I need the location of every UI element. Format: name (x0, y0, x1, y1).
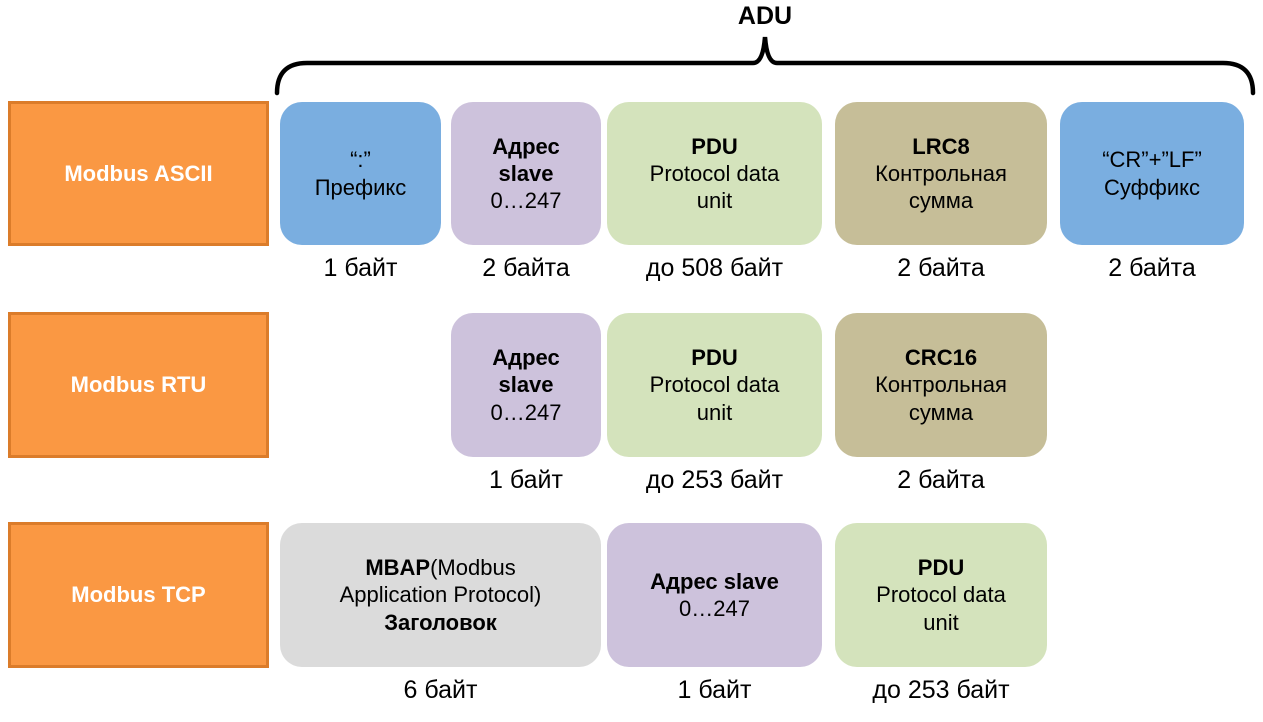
field-line: сумма (908, 188, 974, 214)
field-title: PDU (917, 555, 965, 581)
field-line: “:” (350, 147, 371, 173)
field-line: Суффикс (1103, 174, 1200, 200)
ascii-suffix-box: “CR”+”LF” Суффикс (1060, 102, 1244, 245)
rtu-slave-address-bytes: 1 байт (489, 466, 563, 494)
ascii-lrc8-bytes: 2 байта (897, 254, 985, 282)
rtu-pdu-bytes: до 253 байт (645, 466, 784, 494)
field-title: Адрес (492, 133, 560, 159)
field-title-rest: (Modbus (430, 555, 516, 581)
adu-label: ADU (737, 2, 793, 30)
field-title: PDU (691, 345, 738, 371)
tcp-pdu-bytes: до 253 байт (872, 676, 1010, 704)
ascii-prefix-box: “:” Префикс (280, 102, 441, 245)
field-title: LRC8 (912, 133, 970, 159)
rtu-crc16-box: CRC16 Контрольная сумма (835, 313, 1047, 457)
field-title-bold: MBAP (365, 555, 431, 581)
ascii-prefix-bytes: 1 байт (323, 254, 398, 282)
ascii-suffix-bytes: 2 байта (1108, 254, 1196, 282)
tcp-slave-address-box: Адрес slave 0…247 (607, 523, 822, 667)
rtu-slave-address-box: Адрес slave 0…247 (451, 313, 601, 457)
field-title: CRC16 (904, 345, 978, 371)
field-line: сумма (908, 399, 974, 425)
ascii-pdu-bytes: до 508 байт (645, 254, 784, 282)
adu-brace (274, 36, 1256, 96)
row-label-modbus-ascii: Modbus ASCII (8, 101, 269, 246)
field-line: 0…247 (679, 596, 750, 621)
field-line: Префикс (314, 174, 407, 200)
ascii-slave-address-box: Адрес slave 0…247 (451, 102, 601, 245)
field-line: Контрольная (875, 160, 1007, 186)
ascii-slave-address-bytes: 2 байта (482, 254, 570, 282)
tcp-mbap-bytes: 6 байт (403, 676, 478, 704)
rtu-crc16-bytes: 2 байта (897, 466, 985, 494)
ascii-pdu-box: PDU Protocol data unit (607, 102, 822, 245)
field-title: slave (498, 160, 554, 186)
field-title: slave (498, 372, 554, 398)
row-label-modbus-rtu: Modbus RTU (8, 312, 269, 458)
field-line: unit (923, 609, 959, 635)
ascii-lrc8-box: LRC8 Контрольная сумма (835, 102, 1047, 245)
field-title: Адрес slave (650, 568, 779, 594)
field-line: Application Protocol) (339, 582, 542, 608)
field-title: PDU (691, 133, 738, 159)
tcp-mbap-header-box: MBAP(Modbus Application Protocol) Заголо… (280, 523, 601, 667)
field-line: Контрольная (875, 372, 1007, 398)
field-line: unit (696, 399, 733, 425)
row-label-modbus-tcp: Modbus TCP (8, 522, 269, 668)
tcp-pdu-box: PDU Protocol data unit (835, 523, 1047, 667)
field-line: 0…247 (490, 188, 562, 214)
rtu-pdu-box: PDU Protocol data unit (607, 313, 822, 457)
field-line: unit (696, 188, 733, 214)
field-line: “CR”+”LF” (1102, 147, 1202, 173)
field-line: Заголовок (384, 609, 497, 635)
field-line: 0…247 (490, 399, 562, 425)
field-line: Protocol data (649, 372, 780, 398)
field-line: Protocol data (649, 160, 780, 186)
tcp-slave-address-bytes: 1 байт (677, 676, 752, 704)
field-line: Protocol data (876, 582, 1006, 608)
field-title: Адрес (492, 345, 560, 371)
field-title: MBAP(Modbus (365, 554, 515, 581)
